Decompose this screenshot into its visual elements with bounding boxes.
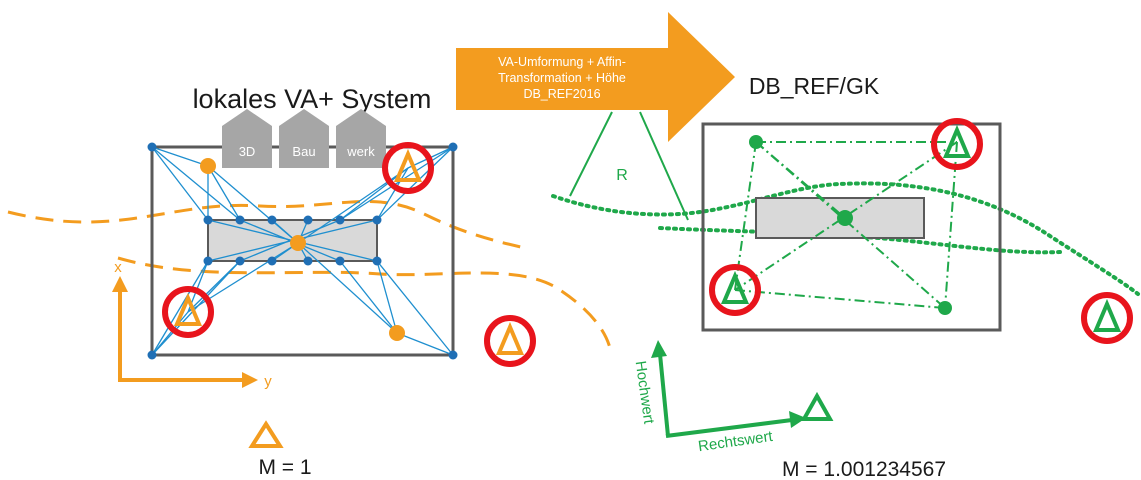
right-scale: M = 1.001234567 [782,458,946,480]
green-point-icon [938,301,952,315]
right-title: DB_REF/GK [749,73,880,99]
left-dashed-curve-upper [7,199,526,250]
blue-dot-icon [448,350,458,360]
orange-point-icon [200,158,216,174]
axis-label-y: y [264,373,272,390]
axis-label-x: x [114,259,122,276]
blue-dot-icon [303,215,313,225]
radius-label: R [616,167,628,184]
control-point-top-right [382,142,434,194]
orange-point-icon [389,325,405,341]
blue-dot-icon [372,256,382,266]
blue-dot-icon [203,256,213,266]
red-circle-icon [709,264,761,316]
radius-cone [569,111,689,221]
right-control-point-top [931,118,983,170]
house-3d: 3D [222,109,272,168]
blue-dot-icon [372,215,382,225]
blue-dot-icon [335,215,345,225]
triangle-icon [173,292,203,326]
red-circle-icon [1081,292,1133,344]
triangle-icon [720,270,750,304]
red-circle-icon [931,118,983,170]
right-axes: Hochwert Rechtswert [632,340,806,455]
green-point-icon [749,135,763,149]
house-bau: Bau [279,109,329,168]
house-label-3d: 3D [239,144,256,159]
left-system: lokales VA+ System 3D Bau werk [7,84,612,479]
house-werk: werk [336,109,386,168]
blue-dot-icon [147,350,157,360]
blue-dot-icon [235,256,245,266]
blue-dot-icon [147,142,157,152]
left-orange-points [200,158,405,341]
left-scale: M = 1 [258,456,311,479]
blue-dot-icon [267,256,277,266]
left-network-nodes [147,142,458,360]
transformation-arrow: VA-Umformung + Affin- Transformation + H… [456,12,735,142]
blue-dot-icon [303,256,313,266]
red-circle-icon [382,142,434,194]
triangle-icon [942,124,972,158]
left-title: lokales VA+ System [193,84,432,114]
right-dotted-curve-lower [658,226,1062,255]
blue-dot-icon [448,142,458,152]
orange-point-icon [290,235,306,251]
triangle-icon [800,391,834,421]
triangle-icon [393,148,423,182]
control-point-bottom-left [162,286,214,338]
house-label-werk: werk [346,144,375,159]
triangle-icon [495,321,525,355]
arrow-line-1: VA-Umformung + Affin- [498,55,626,69]
red-circle-icon [484,315,536,367]
right-control-point-outside [1081,292,1133,344]
house-label-bau: Bau [292,144,315,159]
triangle-icon [1092,298,1122,332]
arrow-line-3: DB_REF2016 [523,87,600,101]
green-point-icon [837,210,853,226]
right-dotted-curve-upper [551,181,1140,296]
right-system: DB_REF/GK R [551,73,1140,480]
blue-dot-icon [203,215,213,225]
blue-dot-icon [335,256,345,266]
control-point-outside [484,315,536,367]
right-green-points [749,135,952,315]
red-circle-icon [162,286,214,338]
right-network-lines [734,141,958,309]
right-control-point-left [709,264,761,316]
arrow-line-2: Transformation + Höhe [498,71,626,85]
blue-dot-icon [267,215,277,225]
blue-dot-icon [235,215,245,225]
right-frame [701,122,1002,332]
left-axes: x y [112,259,272,390]
triangle-icon [248,420,284,448]
axis-label-hochwert: Hochwert [632,360,658,426]
